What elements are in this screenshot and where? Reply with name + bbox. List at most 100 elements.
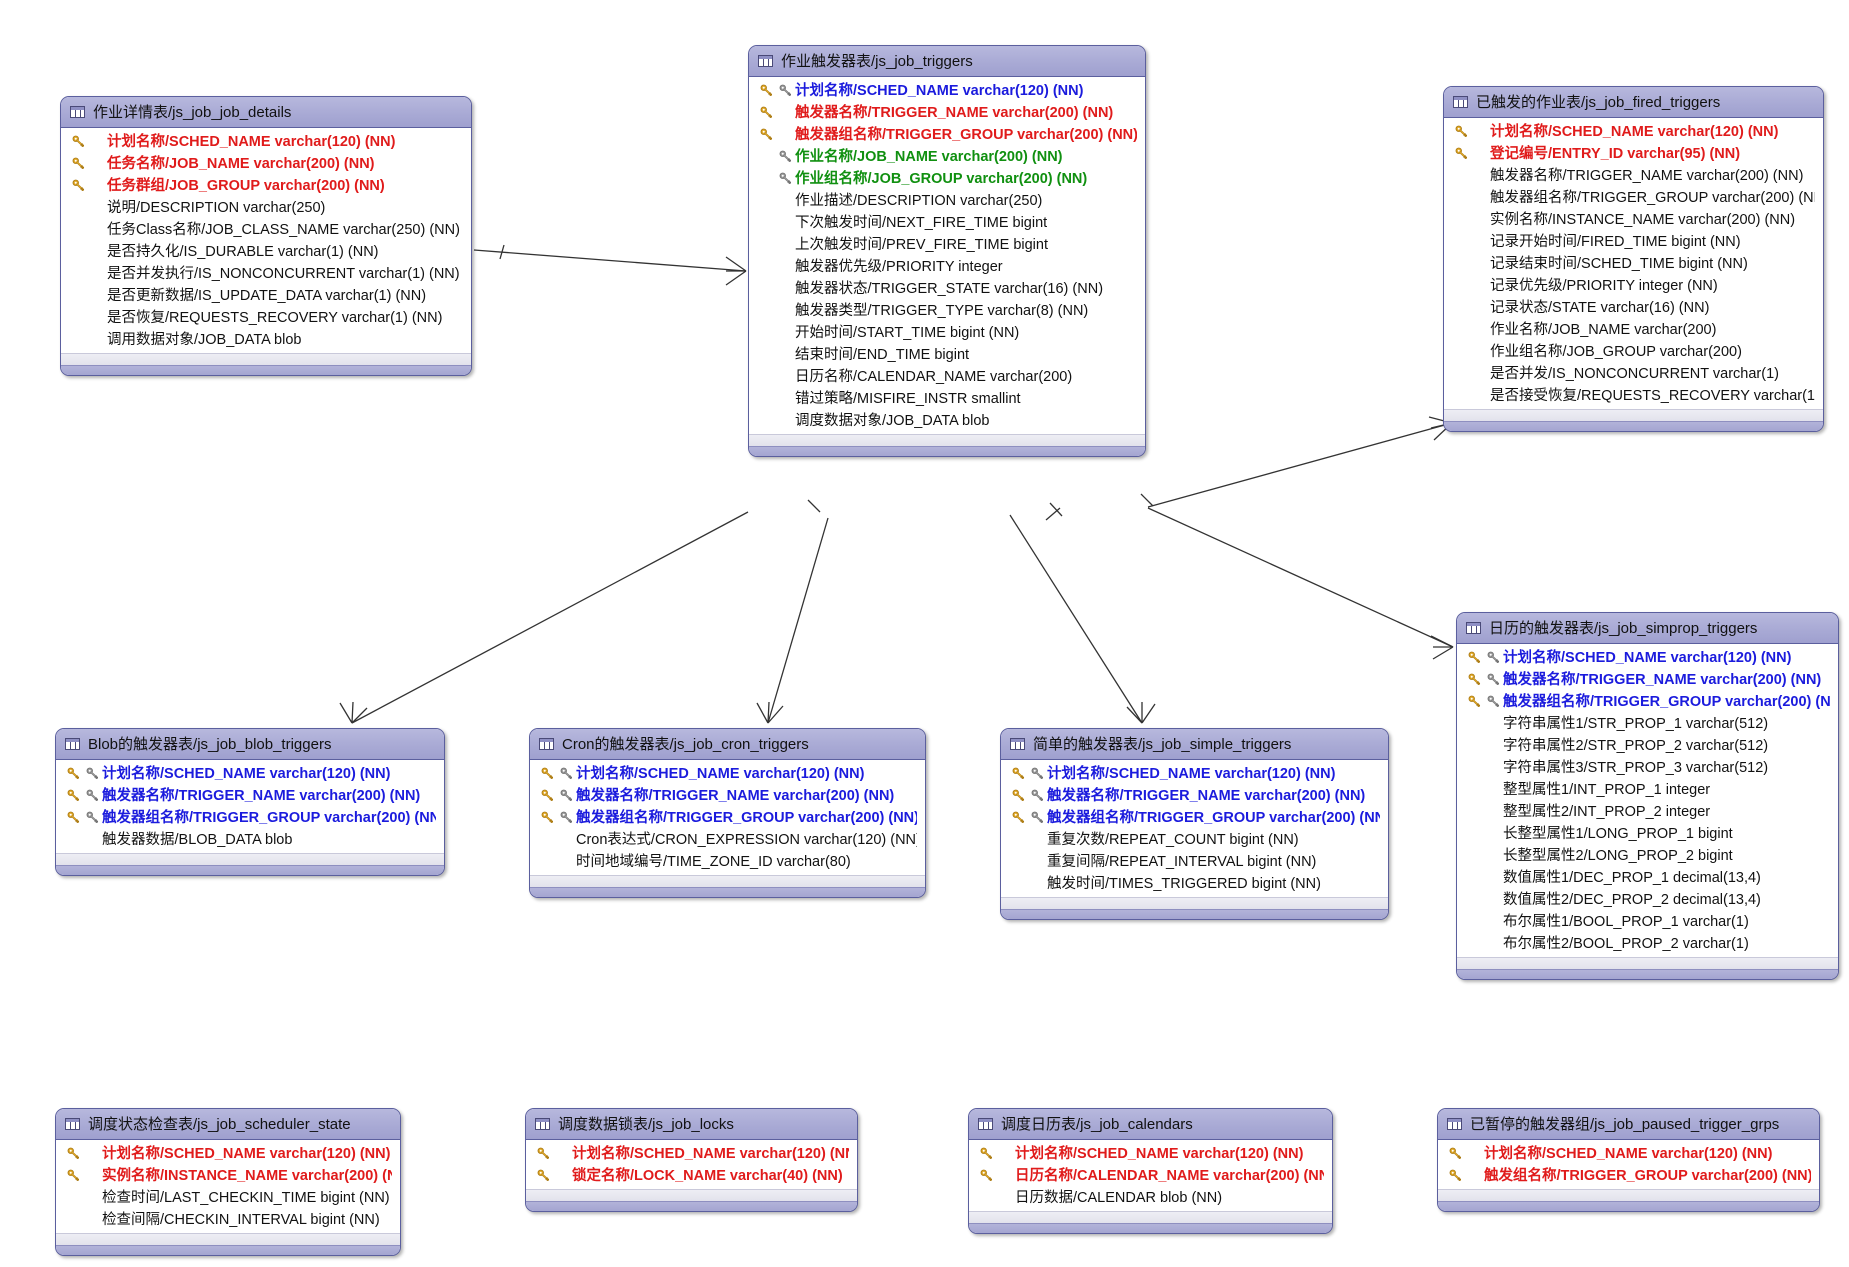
field-row[interactable]: 实例名称/INSTANCE_NAME varchar(200) (NN) (1444, 209, 1823, 231)
field-row[interactable]: 触发器组名称/TRIGGER_GROUP varchar(200) (NN) (1444, 187, 1823, 209)
field-row[interactable]: 日历名称/CALENDAR_NAME varchar(200) (749, 366, 1145, 388)
field-row[interactable]: 任务名称/JOB_NAME varchar(200) (NN) (61, 153, 471, 175)
entity-header-paused_trigger_grps[interactable]: 已暂停的触发器组/js_job_paused_trigger_grps (1438, 1109, 1819, 1140)
field-row[interactable]: Cron表达式/CRON_EXPRESSION varchar(120) (NN… (530, 829, 925, 851)
entity-header-scheduler_state[interactable]: 调度状态检查表/js_job_scheduler_state (56, 1109, 400, 1140)
field-row[interactable]: 整型属性1/INT_PROP_1 integer (1457, 779, 1838, 801)
entity-fired_triggers[interactable]: 已触发的作业表/js_job_fired_triggers 计划名称/SCHED… (1443, 86, 1824, 432)
field-row[interactable]: 记录状态/STATE varchar(16) (NN) (1444, 297, 1823, 319)
field-row[interactable]: 开始时间/START_TIME bigint (NN) (749, 322, 1145, 344)
field-row[interactable]: 记录开始时间/FIRED_TIME bigint (NN) (1444, 231, 1823, 253)
field-row[interactable]: 触发器类型/TRIGGER_TYPE varchar(8) (NN) (749, 300, 1145, 322)
field-row[interactable]: 数值属性2/DEC_PROP_2 decimal(13,4) (1457, 889, 1838, 911)
field-row[interactable]: 触发器名称/TRIGGER_NAME varchar(200) (NN) (1444, 165, 1823, 187)
field-row[interactable]: 调度数据对象/JOB_DATA blob (749, 410, 1145, 432)
field-row[interactable]: 布尔属性2/BOOL_PROP_2 varchar(1) (1457, 933, 1838, 955)
field-row[interactable]: 长整型属性1/LONG_PROP_1 bigint (1457, 823, 1838, 845)
entity-job_details[interactable]: 作业详情表/js_job_job_details 计划名称/SCHED_NAME… (60, 96, 472, 376)
field-row[interactable]: 作业名称/JOB_NAME varchar(200) (1444, 319, 1823, 341)
field-row[interactable]: 是否接受恢复/REQUESTS_RECOVERY varchar(1) (1444, 385, 1823, 407)
field-row[interactable]: 日历名称/CALENDAR_NAME varchar(200) (NN) (969, 1165, 1332, 1187)
field-row[interactable]: 字符串属性1/STR_PROP_1 varchar(512) (1457, 713, 1838, 735)
field-row[interactable]: 触发器名称/TRIGGER_NAME varchar(200) (NN) (56, 785, 444, 807)
field-row[interactable]: 触发器名称/TRIGGER_NAME varchar(200) (NN) (1457, 669, 1838, 691)
field-row[interactable]: 计划名称/SCHED_NAME varchar(120) (NN) (56, 763, 444, 785)
field-row[interactable]: 计划名称/SCHED_NAME varchar(120) (NN) (530, 763, 925, 785)
entity-header-simple_triggers[interactable]: 简单的触发器表/js_job_simple_triggers (1001, 729, 1388, 760)
entity-cron_triggers[interactable]: Cron的触发器表/js_job_cron_triggers 计划名称/SCHE… (529, 728, 926, 898)
entity-paused_trigger_grps[interactable]: 已暂停的触发器组/js_job_paused_trigger_grps 计划名称… (1437, 1108, 1820, 1212)
field-row[interactable]: 触发器组名称/TRIGGER_GROUP varchar(200) (NN) (749, 124, 1145, 146)
entity-header-job_details[interactable]: 作业详情表/js_job_job_details (61, 97, 471, 128)
field-row[interactable]: 锁定名称/LOCK_NAME varchar(40) (NN) (526, 1165, 857, 1187)
field-row[interactable]: 触发器状态/TRIGGER_STATE varchar(16) (NN) (749, 278, 1145, 300)
entity-scheduler_state[interactable]: 调度状态检查表/js_job_scheduler_state 计划名称/SCHE… (55, 1108, 401, 1256)
field-row[interactable]: 计划名称/SCHED_NAME varchar(120) (NN) (61, 131, 471, 153)
entity-simprop_triggers[interactable]: 日历的触发器表/js_job_simprop_triggers 计划名称/SCH… (1456, 612, 1839, 980)
entity-locks[interactable]: 调度数据锁表/js_job_locks 计划名称/SCHED_NAME varc… (525, 1108, 858, 1212)
field-row[interactable]: 记录结束时间/SCHED_TIME bigint (NN) (1444, 253, 1823, 275)
field-row[interactable]: 计划名称/SCHED_NAME varchar(120) (NN) (749, 80, 1145, 102)
field-row[interactable]: 计划名称/SCHED_NAME varchar(120) (NN) (1438, 1143, 1819, 1165)
field-row[interactable]: 实例名称/INSTANCE_NAME varchar(200) (NN) (56, 1165, 400, 1187)
field-row[interactable]: 是否并发执行/IS_NONCONCURRENT varchar(1) (NN) (61, 263, 471, 285)
field-row[interactable]: 计划名称/SCHED_NAME varchar(120) (NN) (1457, 647, 1838, 669)
field-row[interactable]: 记录优先级/PRIORITY integer (NN) (1444, 275, 1823, 297)
field-row[interactable]: 是否并发/IS_NONCONCURRENT varchar(1) (1444, 363, 1823, 385)
field-row[interactable]: 检查时间/LAST_CHECKIN_TIME bigint (NN) (56, 1187, 400, 1209)
field-row[interactable]: 登记编号/ENTRY_ID varchar(95) (NN) (1444, 143, 1823, 165)
field-row[interactable]: 触发器组名称/TRIGGER_GROUP varchar(200) (NN) (1001, 807, 1388, 829)
field-row[interactable]: 作业描述/DESCRIPTION varchar(250) (749, 190, 1145, 212)
field-row[interactable]: 说明/DESCRIPTION varchar(250) (61, 197, 471, 219)
entity-blob_triggers[interactable]: Blob的触发器表/js_job_blob_triggers 计划名称/SCHE… (55, 728, 445, 876)
field-row[interactable]: 作业组名称/JOB_GROUP varchar(200) (1444, 341, 1823, 363)
field-row[interactable]: 触发组名称/TRIGGER_GROUP varchar(200) (NN) (1438, 1165, 1819, 1187)
field-row[interactable]: 是否恢复/REQUESTS_RECOVERY varchar(1) (NN) (61, 307, 471, 329)
field-row[interactable]: 触发器组名称/TRIGGER_GROUP varchar(200) (NN) (56, 807, 444, 829)
field-row[interactable]: 结束时间/END_TIME bigint (749, 344, 1145, 366)
field-row[interactable]: 计划名称/SCHED_NAME varchar(120) (NN) (1444, 121, 1823, 143)
field-row[interactable]: 下次触发时间/NEXT_FIRE_TIME bigint (749, 212, 1145, 234)
field-row[interactable]: 计划名称/SCHED_NAME varchar(120) (NN) (56, 1143, 400, 1165)
field-row[interactable]: 计划名称/SCHED_NAME varchar(120) (NN) (1001, 763, 1388, 785)
field-row[interactable]: 触发器数据/BLOB_DATA blob (56, 829, 444, 851)
field-row[interactable]: 任务Class名称/JOB_CLASS_NAME varchar(250) (N… (61, 219, 471, 241)
entity-header-job_triggers[interactable]: 作业触发器表/js_job_triggers (749, 46, 1145, 77)
field-row[interactable]: 触发器名称/TRIGGER_NAME varchar(200) (NN) (1001, 785, 1388, 807)
field-row[interactable]: 数值属性1/DEC_PROP_1 decimal(13,4) (1457, 867, 1838, 889)
entity-header-fired_triggers[interactable]: 已触发的作业表/js_job_fired_triggers (1444, 87, 1823, 118)
field-row[interactable]: 字符串属性2/STR_PROP_2 varchar(512) (1457, 735, 1838, 757)
field-row[interactable]: 触发器名称/TRIGGER_NAME varchar(200) (NN) (749, 102, 1145, 124)
entity-calendars[interactable]: 调度日历表/js_job_calendars 计划名称/SCHED_NAME v… (968, 1108, 1333, 1234)
field-row[interactable]: 时间地域编号/TIME_ZONE_ID varchar(80) (530, 851, 925, 873)
field-row[interactable]: 任务群组/JOB_GROUP varchar(200) (NN) (61, 175, 471, 197)
field-row[interactable]: 触发器优先级/PRIORITY integer (749, 256, 1145, 278)
field-row[interactable]: 作业名称/JOB_NAME varchar(200) (NN) (749, 146, 1145, 168)
field-row[interactable]: 触发器组名称/TRIGGER_GROUP varchar(200) (NN) (1457, 691, 1838, 713)
field-row[interactable]: 重复间隔/REPEAT_INTERVAL bigint (NN) (1001, 851, 1388, 873)
entity-header-cron_triggers[interactable]: Cron的触发器表/js_job_cron_triggers (530, 729, 925, 760)
field-row[interactable]: 触发时间/TIMES_TRIGGERED bigint (NN) (1001, 873, 1388, 895)
entity-header-calendars[interactable]: 调度日历表/js_job_calendars (969, 1109, 1332, 1140)
field-row[interactable]: 上次触发时间/PREV_FIRE_TIME bigint (749, 234, 1145, 256)
field-row[interactable]: 整型属性2/INT_PROP_2 integer (1457, 801, 1838, 823)
field-row[interactable]: 字符串属性3/STR_PROP_3 varchar(512) (1457, 757, 1838, 779)
field-row[interactable]: 计划名称/SCHED_NAME varchar(120) (NN) (969, 1143, 1332, 1165)
field-row[interactable]: 触发器名称/TRIGGER_NAME varchar(200) (NN) (530, 785, 925, 807)
field-row[interactable]: 错过策略/MISFIRE_INSTR smallint (749, 388, 1145, 410)
entity-header-blob_triggers[interactable]: Blob的触发器表/js_job_blob_triggers (56, 729, 444, 760)
entity-simple_triggers[interactable]: 简单的触发器表/js_job_simple_triggers 计划名称/SCHE… (1000, 728, 1389, 920)
entity-header-simprop_triggers[interactable]: 日历的触发器表/js_job_simprop_triggers (1457, 613, 1838, 644)
field-row[interactable]: 长整型属性2/LONG_PROP_2 bigint (1457, 845, 1838, 867)
field-row[interactable]: 检查间隔/CHECKIN_INTERVAL bigint (NN) (56, 1209, 400, 1231)
field-row[interactable]: 是否更新数据/IS_UPDATE_DATA varchar(1) (NN) (61, 285, 471, 307)
entity-job_triggers[interactable]: 作业触发器表/js_job_triggers 计划名称/SCHED_NAME v… (748, 45, 1146, 457)
field-row[interactable]: 是否持久化/IS_DURABLE varchar(1) (NN) (61, 241, 471, 263)
field-row[interactable]: 作业组名称/JOB_GROUP varchar(200) (NN) (749, 168, 1145, 190)
field-row[interactable]: 调用数据对象/JOB_DATA blob (61, 329, 471, 351)
entity-header-locks[interactable]: 调度数据锁表/js_job_locks (526, 1109, 857, 1140)
field-row[interactable]: 布尔属性1/BOOL_PROP_1 varchar(1) (1457, 911, 1838, 933)
field-row[interactable]: 重复次数/REPEAT_COUNT bigint (NN) (1001, 829, 1388, 851)
field-row[interactable]: 触发器组名称/TRIGGER_GROUP varchar(200) (NN) (530, 807, 925, 829)
